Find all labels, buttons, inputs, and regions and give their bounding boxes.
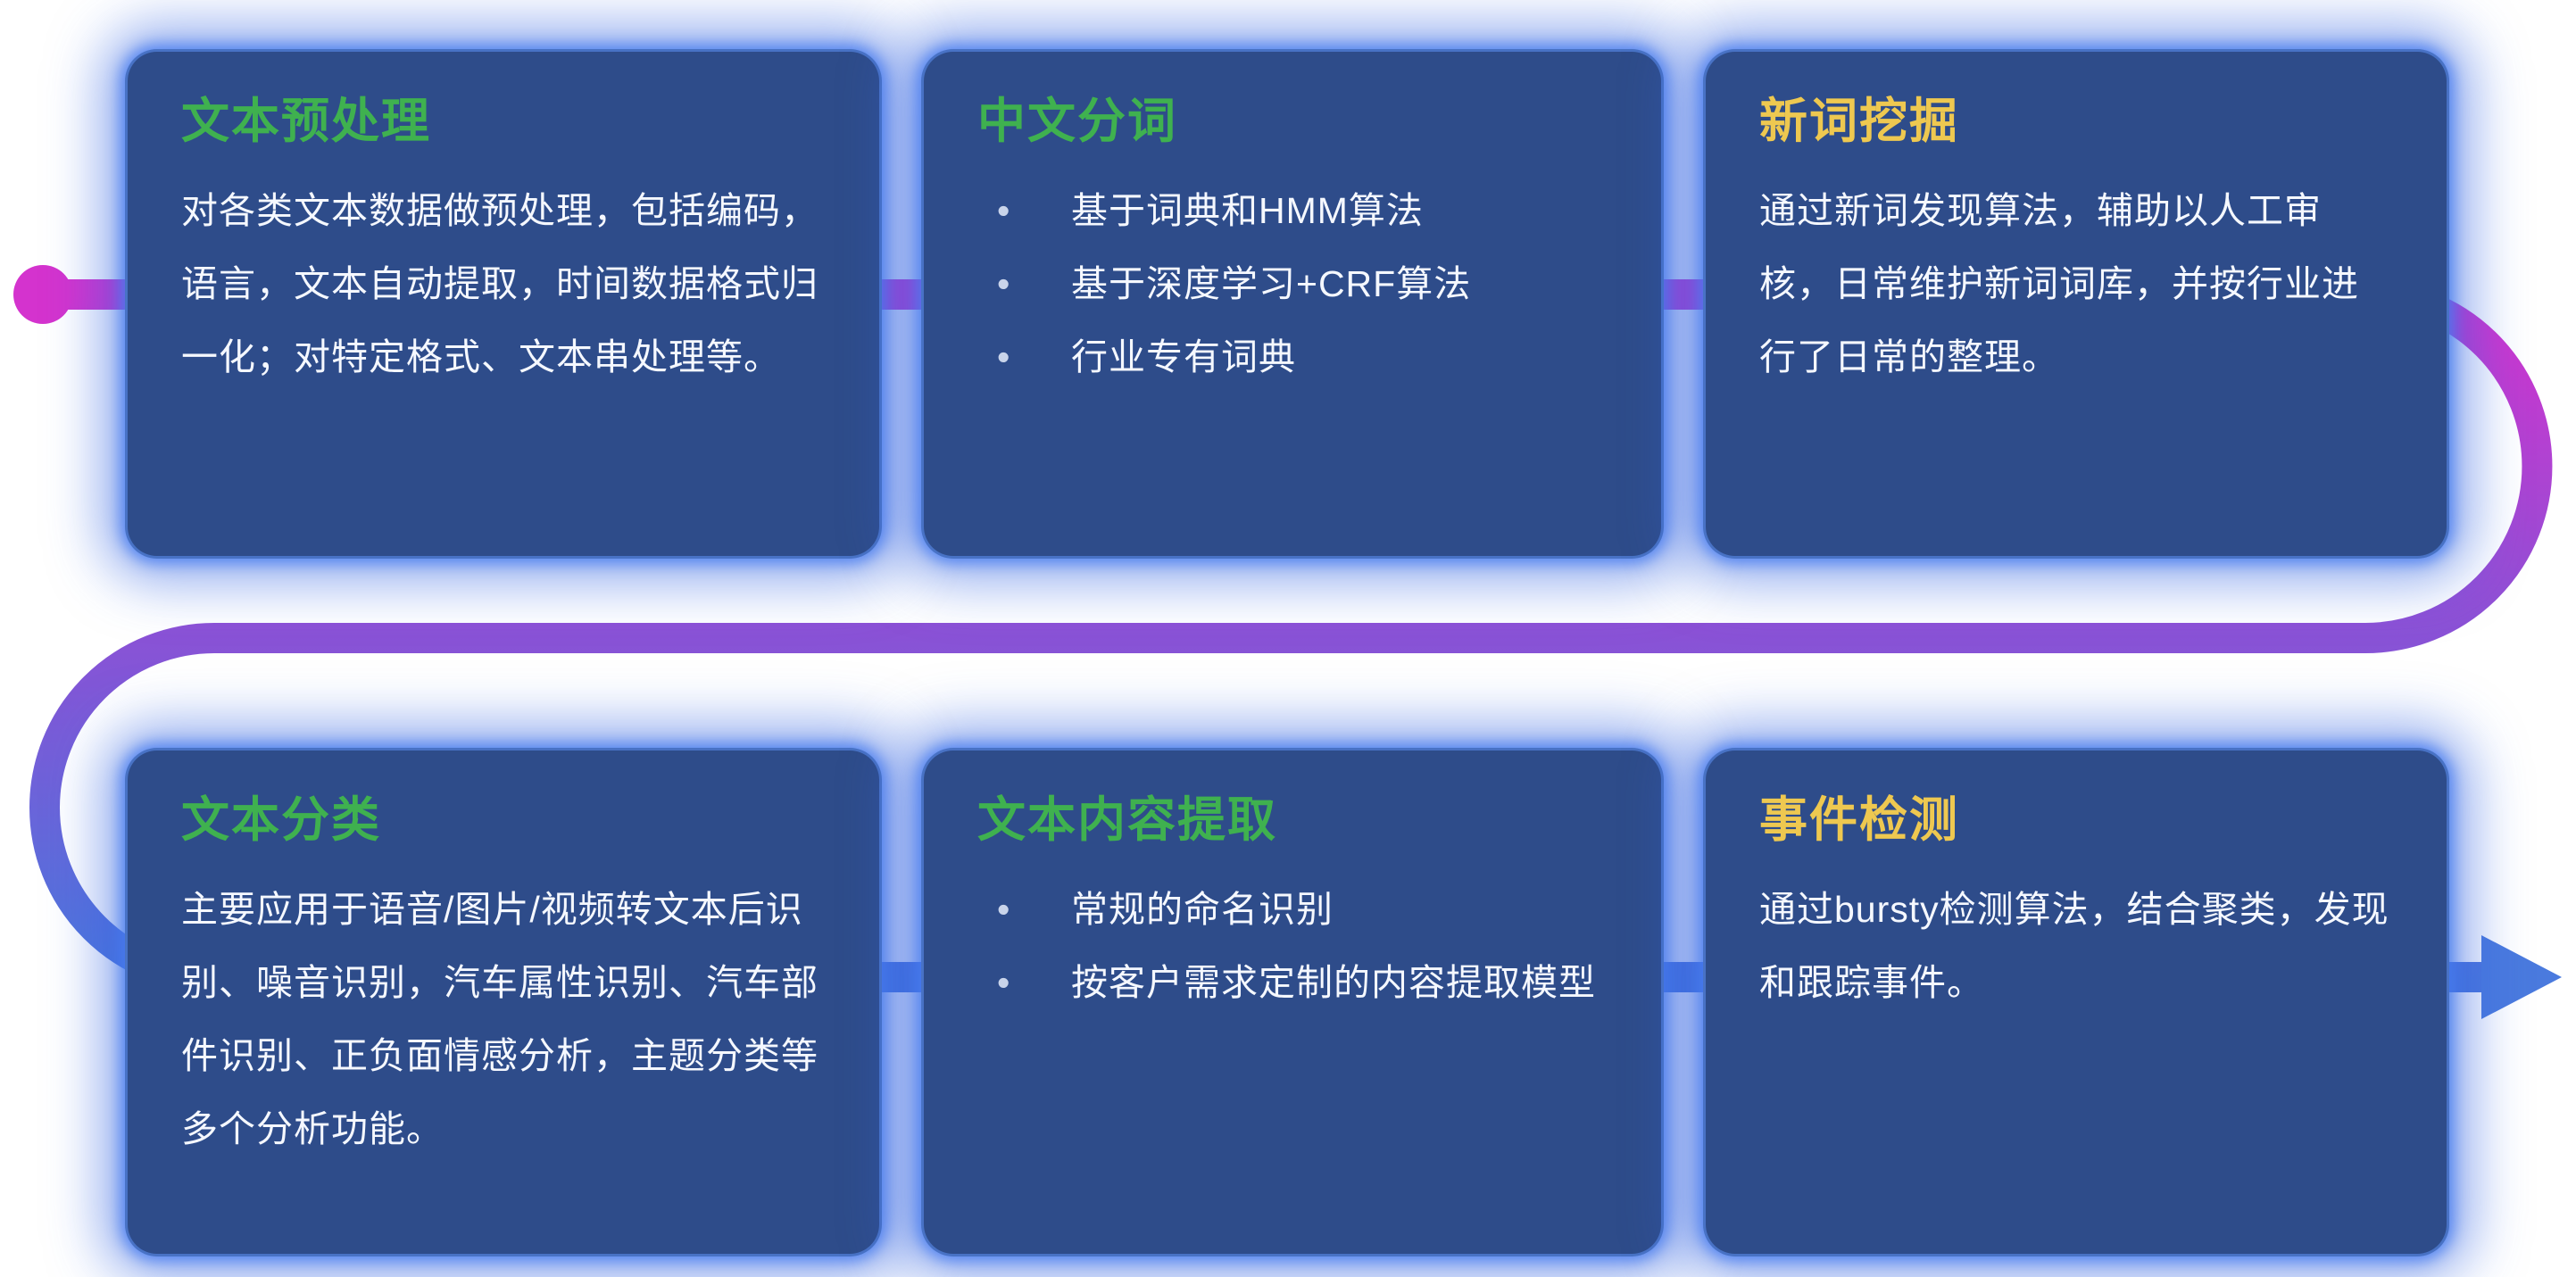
card-content-extraction: 文本内容提取 常规的命名识别按客户需求定制的内容提取模型: [921, 748, 1664, 1256]
card-title: 文本内容提取: [977, 793, 1277, 847]
card-text-preprocessing: 文本预处理 对各类文本数据做预处理，包括编码，语言，文本自动提取，时间数据格式归…: [125, 49, 882, 559]
card-body: 主要应用于语音/图片/视频转文本后识别、噪音识别，汽车属性识别、汽车部件识别、正…: [181, 888, 819, 1149]
flow-start-dot-icon: [13, 265, 72, 324]
bullet-item: 按客户需求定制的内容提取模型: [977, 946, 1608, 1019]
card-event-detection: 事件检测 通过bursty检测算法，结合聚类，发现和跟踪事件。: [1703, 748, 2449, 1256]
card-body: 通过bursty检测算法，结合聚类，发现和跟踪事件。: [1759, 888, 2389, 1003]
card-title: 新词挖掘: [1759, 95, 1959, 148]
bullet-item: 常规的命名识别: [977, 873, 1608, 946]
card-new-word-mining: 新词挖掘 通过新词发现算法，辅助以人工审核，日常维护新词词库，并按行业进行了日常…: [1703, 49, 2449, 559]
card-bullets: 常规的命名识别按客户需求定制的内容提取模型: [977, 873, 1608, 1019]
card-body: 对各类文本数据做预处理，包括编码，语言，文本自动提取，时间数据格式归一化；对特定…: [181, 189, 819, 377]
card-title: 文本预处理: [181, 95, 431, 148]
flow-line: [29, 279, 2553, 992]
card-title: 事件检测: [1759, 793, 1959, 847]
bullet-item: 基于深度学习+CRF算法: [977, 247, 1608, 320]
card-bullets: 基于词典和HMM算法基于深度学习+CRF算法行业专有词典: [977, 174, 1608, 394]
card-chinese-segmentation: 中文分词 基于词典和HMM算法基于深度学习+CRF算法行业专有词典: [921, 49, 1664, 559]
card-body: 通过新词发现算法，辅助以人工审核，日常维护新词词库，并按行业进行了日常的整理。: [1759, 189, 2359, 377]
card-title: 中文分词: [977, 95, 1177, 148]
bullet-item: 行业专有词典: [977, 320, 1608, 394]
flow-arrow-icon: [2481, 935, 2562, 1019]
card-title: 文本分类: [181, 793, 381, 847]
bullet-item: 基于词典和HMM算法: [977, 174, 1608, 247]
card-text-classification: 文本分类 主要应用于语音/图片/视频转文本后识别、噪音识别，汽车属性识别、汽车部…: [125, 748, 882, 1256]
